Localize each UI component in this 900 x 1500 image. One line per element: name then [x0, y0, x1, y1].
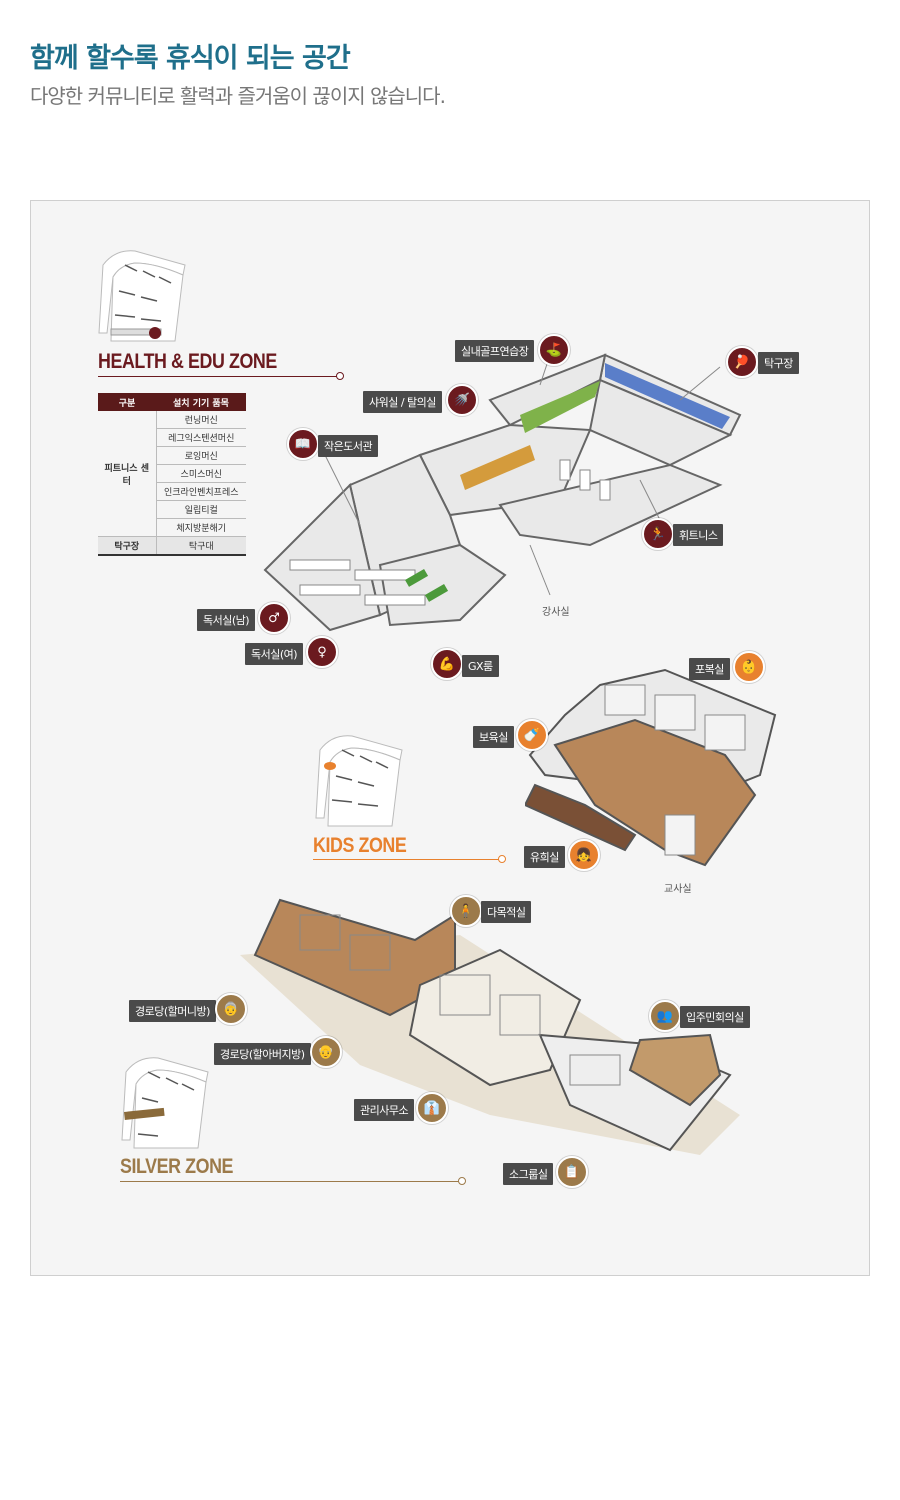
- shower-icon: 🚿: [446, 384, 478, 416]
- silver-zone-dot: [458, 1177, 466, 1185]
- table-cell-item: 체지방분해기: [156, 518, 246, 537]
- health-mini-map: [98, 250, 186, 342]
- table-header-category: 구분: [98, 393, 156, 411]
- table-row: 인크라인벤치프레스: [98, 482, 246, 501]
- silver-zone-title: SILVER ZONE: [120, 1155, 234, 1178]
- grandma-icon: 👵: [215, 993, 247, 1025]
- table-row: 레그익스텐션머신: [98, 428, 246, 447]
- room-label-multipurpose: 다목적실: [481, 901, 532, 923]
- care-icon: 🍼: [516, 719, 548, 751]
- room-label-reading-f: 독서실(여): [245, 643, 304, 665]
- kids-zone-line: [313, 859, 500, 860]
- table-row: 탁구장 탁구대: [98, 536, 246, 556]
- residents-meeting-icon: 👥: [649, 1000, 681, 1032]
- silver-floorplan: [240, 898, 740, 1155]
- room-label-fitness: 휘트니스: [673, 524, 724, 546]
- room-label-care: 보육실: [473, 726, 514, 748]
- table-cell-item: 인크라인벤치프레스: [156, 482, 246, 501]
- room-label-table-tennis: 탁구장: [758, 352, 799, 374]
- room-label-gx: GX룸: [462, 655, 499, 677]
- room-label-grandpa: 경로당(할아버지방): [214, 1043, 311, 1065]
- reading-f-icon: ♀: [306, 636, 338, 668]
- multipurpose-icon: 🧍: [450, 895, 482, 927]
- fitness-icon: 🏃: [642, 518, 674, 550]
- room-label-reading-m: 독서실(남): [197, 609, 256, 631]
- table-cell-item: 일립티컬: [156, 500, 246, 519]
- table-cell-item: 런닝머신: [156, 411, 246, 429]
- kids-zone-dot: [498, 855, 506, 863]
- room-label-library: 작은도서관: [318, 435, 379, 457]
- table-tennis-icon: 🏓: [726, 346, 758, 378]
- table-cell-item: 스미스머신: [156, 464, 246, 483]
- room-label-small-group: 소그룹실: [503, 1163, 554, 1185]
- room-label-golf: 실내골프연습장: [455, 340, 535, 362]
- table-cell-category: 탁구장: [98, 536, 157, 556]
- room-label-residents-meeting: 입주민회의실: [680, 1006, 750, 1028]
- room-label-play: 유희실: [524, 846, 565, 868]
- office-icon: 👔: [416, 1092, 448, 1124]
- table-cell-item: 레그익스텐션머신: [156, 428, 246, 447]
- room-label-teacher: 교사실: [664, 884, 692, 895]
- small-group-icon: 📋: [556, 1156, 588, 1188]
- table-row: 체지방분해기: [98, 518, 246, 537]
- room-label-shower: 샤워실 / 탈의실: [363, 391, 442, 413]
- table-row: 일립티컬: [98, 500, 246, 519]
- play-icon: 👧: [568, 839, 600, 871]
- silver-zone-line: [120, 1181, 460, 1182]
- grandpa-icon: 👴: [310, 1036, 342, 1068]
- page-subtitle: 다양한 커뮤니티로 활력과 즐거움이 끊이지 않습니다.: [30, 84, 446, 108]
- table-header-items: 설치 기기 품목: [156, 393, 246, 411]
- kids-mini-map: [315, 735, 403, 827]
- page-title: 함께 할수록 휴식이 되는 공간: [30, 43, 351, 74]
- health-zone-title: HEALTH & EDU ZONE: [98, 350, 277, 373]
- table-row: 로잉머신: [98, 446, 246, 465]
- table-cell-category: 피트니스 센터: [98, 411, 157, 537]
- library-icon: 📖: [287, 428, 319, 460]
- reading-m-icon: ♂: [258, 602, 290, 634]
- table-row: 피트니스 센터 런닝머신: [98, 411, 246, 537]
- gx-icon: 💪: [431, 648, 463, 680]
- golf-icon: ⛳: [538, 334, 570, 366]
- health-zone-dot: [336, 372, 344, 380]
- room-label-grandma: 경로당(할머니방): [129, 1000, 216, 1022]
- health-floorplan: [263, 353, 742, 632]
- room-label-lecture: 강사실: [542, 607, 570, 618]
- table-cell-item: 로잉머신: [156, 446, 246, 465]
- nursing-icon: 👶: [733, 651, 765, 683]
- kids-floorplan: [525, 668, 777, 867]
- health-zone-line: [98, 376, 338, 377]
- table-cell-item: 탁구대: [156, 536, 246, 556]
- equipment-table: 구분 설치 기기 품목 피트니스 센터 런닝머신 레그익스텐션머신 로잉머신 스…: [98, 393, 246, 556]
- room-label-office: 관리사무소: [354, 1099, 415, 1121]
- room-label-nursing: 포복실: [689, 658, 730, 680]
- kids-zone-title: KIDS ZONE: [313, 834, 407, 857]
- silver-mini-map: [121, 1057, 209, 1149]
- table-row: 스미스머신: [98, 464, 246, 483]
- equipment-table-header: 구분 설치 기기 품목: [98, 393, 246, 411]
